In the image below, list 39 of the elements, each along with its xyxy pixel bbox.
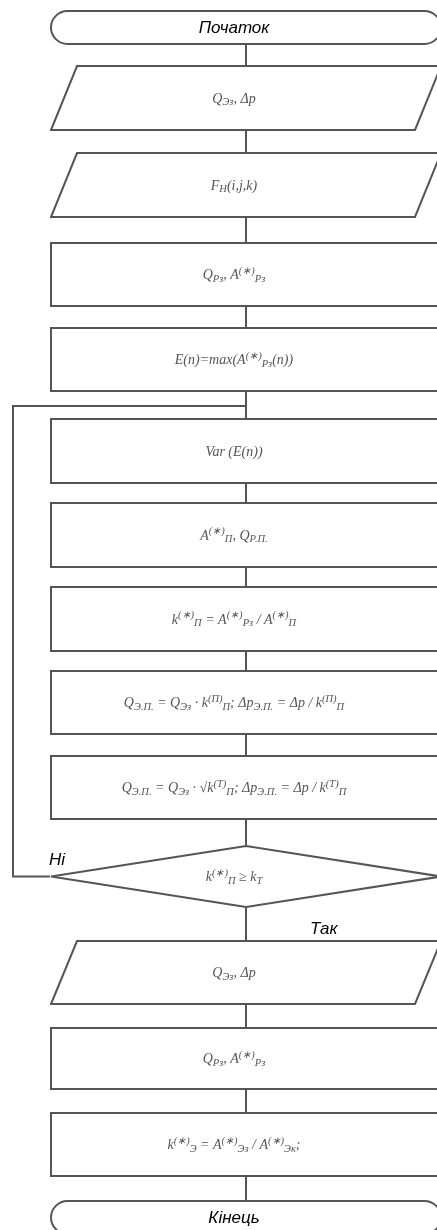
connector-line — [245, 483, 247, 503]
connector-line — [245, 1089, 247, 1113]
input-output-parallelogram — [50, 152, 437, 218]
connector-line — [245, 567, 247, 587]
connector-line — [245, 130, 247, 153]
process-box — [50, 242, 437, 307]
terminator-label: Початок — [198, 16, 270, 39]
process-box — [50, 1027, 437, 1090]
process-box — [50, 755, 437, 820]
formula-text: E(n)=max(A$^{(∗)}$$_{Рз}$(n)) — [174, 349, 294, 370]
connector-line — [245, 1004, 247, 1028]
connector-line — [245, 1176, 247, 1201]
connector-line — [12, 405, 247, 878]
connector-line — [245, 44, 247, 66]
connector-line — [245, 819, 247, 846]
process-box — [50, 586, 437, 652]
formula-text: F$_{Н}$(i,j,k) — [210, 176, 258, 196]
process-box — [50, 1112, 437, 1177]
input-output-parallelogram — [50, 940, 437, 1005]
connector-line — [245, 651, 247, 671]
terminator — [50, 10, 437, 45]
process-box — [50, 327, 437, 392]
formula-text: A$^{(∗)}$$_{П}$, Q$_{Р.П.}$ — [200, 524, 268, 546]
connector-line — [245, 217, 247, 243]
process-box — [50, 502, 437, 568]
decision-diamond — [50, 845, 437, 908]
connector-line — [245, 907, 247, 941]
process-box — [50, 418, 437, 484]
connector-line — [245, 734, 247, 756]
terminator — [50, 1200, 437, 1230]
formula-text: k$^{(∗)}$$_{Э}$ = A$^{(∗)}$$_{Эз}$ / A$^{(∗)}$$_{Эк}$; — [167, 1134, 301, 1155]
terminator-label: Кінець — [208, 1206, 260, 1229]
formula-text: Q$_{Эз}$, Δp — [212, 964, 256, 983]
process-box — [50, 670, 437, 735]
formula-text: k$^{(∗)}$$_{П}$ ≥ k$_{Т}$ — [205, 866, 263, 887]
connector-line — [245, 306, 247, 328]
formula-text: Var (E(n)) — [205, 442, 263, 461]
input-output-parallelogram — [50, 65, 437, 131]
formula-text: Q$_{Эз}$, Δp — [212, 89, 256, 109]
